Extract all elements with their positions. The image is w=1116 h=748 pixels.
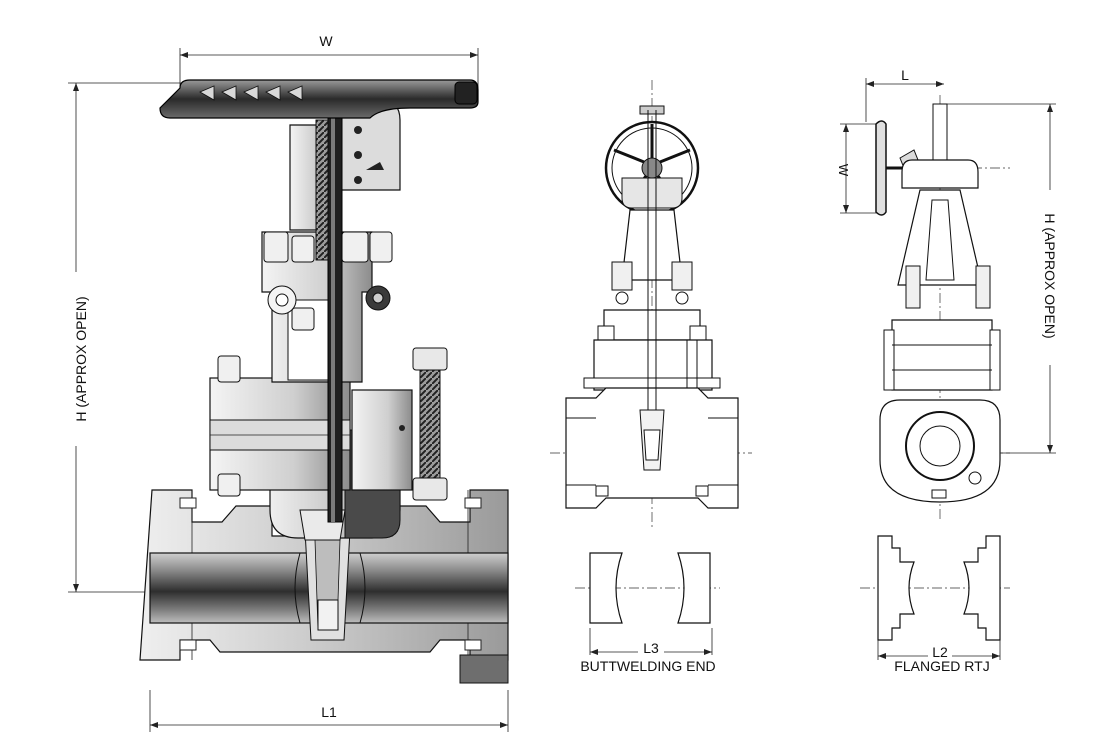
l-dimension-side: L xyxy=(865,67,944,122)
l3-label: L3 xyxy=(643,640,659,656)
l1-label: L1 xyxy=(321,704,337,720)
yoke-upper xyxy=(289,99,401,231)
gate-disc xyxy=(304,529,351,641)
flanged-caption: FLANGED RTJ xyxy=(894,658,989,674)
w-side-label: W xyxy=(836,164,851,177)
buttwelding-end-detail: L3 BUTTWELDING END xyxy=(575,552,720,674)
flanged-rtj-detail: L2 FLANGED RTJ xyxy=(860,535,1010,674)
w-main-label: W xyxy=(319,33,333,49)
l1-dimension: L1 xyxy=(149,690,509,732)
w-dimension-side: W xyxy=(836,123,880,214)
handwheel xyxy=(159,79,479,119)
h-dimension-side: H (APPROX OPEN) xyxy=(944,103,1058,454)
bonnet-bolt xyxy=(217,355,241,497)
bonnet-flange xyxy=(209,347,448,501)
h-main-label: H (APPROX OPEN) xyxy=(73,296,89,421)
main-cutaway-view: W H (APPROX OPEN) L1 xyxy=(68,33,509,732)
buttwelding-caption: BUTTWELDING END xyxy=(580,658,715,674)
l2-label: L2 xyxy=(932,644,948,660)
h-dimension-main: H (APPROX OPEN) xyxy=(68,82,345,593)
bonnet-yoke xyxy=(261,231,393,383)
side-elevation-view: L W H (APPROX OPEN) xyxy=(836,67,1058,520)
stud-bolt-threaded xyxy=(412,347,448,501)
front-elevation-view xyxy=(550,80,752,530)
l-side-label: L xyxy=(901,67,909,83)
h-side-label: H (APPROX OPEN) xyxy=(1042,213,1058,338)
valve-stem xyxy=(315,81,343,523)
w-dimension-main: W xyxy=(179,33,479,90)
